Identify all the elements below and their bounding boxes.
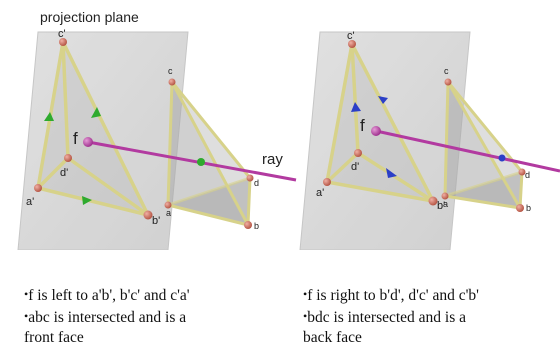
vertex-a-right — [441, 192, 449, 200]
vertex-d-prime-right — [354, 149, 362, 157]
tetrahedron-left — [166, 80, 252, 227]
label-ray: ray — [262, 151, 283, 168]
vertex-b-right — [516, 204, 524, 212]
caption-right-bullet-1: •f is right to b'd', d'c' and c'b' — [303, 287, 479, 304]
projected-triangle-left — [36, 40, 150, 217]
arrow-a-to-b — [82, 196, 92, 205]
projection-plane-label: projection plane — [40, 9, 139, 25]
bullet-icon: • — [303, 309, 308, 323]
vertex-d — [246, 174, 254, 182]
vertex-b-prime-right — [428, 196, 438, 206]
right-panel: c' a' b' d' c a b d f — [299, 30, 560, 250]
ray-line-left — [87, 140, 297, 182]
bullet-icon: • — [303, 287, 308, 301]
caption-left-bullet-2-cont: front face — [24, 329, 84, 346]
arrow-d-to-c — [351, 102, 361, 112]
bullet-icon: • — [24, 287, 29, 301]
vertex-a — [164, 201, 172, 209]
label-f-right: f — [360, 116, 365, 135]
label-a-right: a — [443, 199, 448, 209]
projection-plane-left — [17, 31, 189, 250]
tetrahedron-right — [443, 80, 524, 210]
ray-line-right — [375, 129, 560, 173]
caption-right-bullet-2-cont: back face — [303, 329, 362, 346]
vertex-d-prime — [64, 154, 72, 162]
label-d-right: d — [525, 170, 530, 180]
vertex-b-prime — [143, 210, 153, 220]
label-b-prime: b' — [152, 215, 160, 227]
vertex-b — [244, 221, 252, 229]
label-b-prime-right: b' — [437, 200, 445, 212]
label-c-prime: c' — [58, 28, 66, 40]
vertex-c-prime-right — [348, 40, 356, 48]
focal-point-left — [83, 137, 93, 147]
label-d-prime: d' — [60, 167, 68, 179]
vertex-c — [168, 78, 176, 86]
label-d: d — [254, 178, 259, 188]
label-c-right: c — [444, 66, 449, 76]
label-f-left: f — [73, 129, 78, 148]
caption-left: •f is left to a'b', b'c' and c'a' •abc i… — [24, 284, 190, 348]
vertex-c-right — [444, 78, 452, 86]
label-a-prime: a' — [26, 196, 34, 208]
arrow-c-to-a — [44, 112, 54, 121]
caption-right: •f is right to b'd', d'c' and c'b' •bdc … — [303, 284, 479, 348]
intersection-point-left — [197, 158, 205, 166]
vertex-a-prime — [34, 184, 42, 192]
intersection-point-right — [498, 154, 506, 162]
label-c: c — [168, 66, 173, 76]
label-d-prime-right: d' — [351, 161, 359, 173]
vertex-d-right — [518, 168, 526, 176]
ray-triangle-diagram: projection plane — [17, 9, 560, 250]
projected-triangle-right — [325, 42, 435, 203]
label-b: b — [254, 221, 259, 231]
label-c-prime-right: c' — [347, 30, 355, 42]
caption-left-bullet-1: •f is left to a'b', b'c' and c'a' — [24, 287, 190, 304]
caption-right-bullet-2: •bdc is intersected and is a — [303, 309, 467, 326]
caption-left-bullet-2: •abc is intersected and is a — [24, 309, 187, 326]
label-b-right: b — [526, 203, 531, 213]
arrow-b-to-d — [386, 168, 397, 178]
arrow-b-to-c — [91, 107, 101, 118]
label-a: a — [166, 208, 171, 218]
focal-point-right — [371, 126, 381, 136]
bullet-icon: • — [24, 309, 29, 323]
vertex-c-prime — [59, 38, 67, 46]
label-a-prime-right: a' — [316, 187, 324, 199]
left-panel: projection plane — [17, 9, 297, 250]
vertex-a-prime-right — [323, 178, 331, 186]
arrow-c-to-b — [378, 96, 388, 104]
